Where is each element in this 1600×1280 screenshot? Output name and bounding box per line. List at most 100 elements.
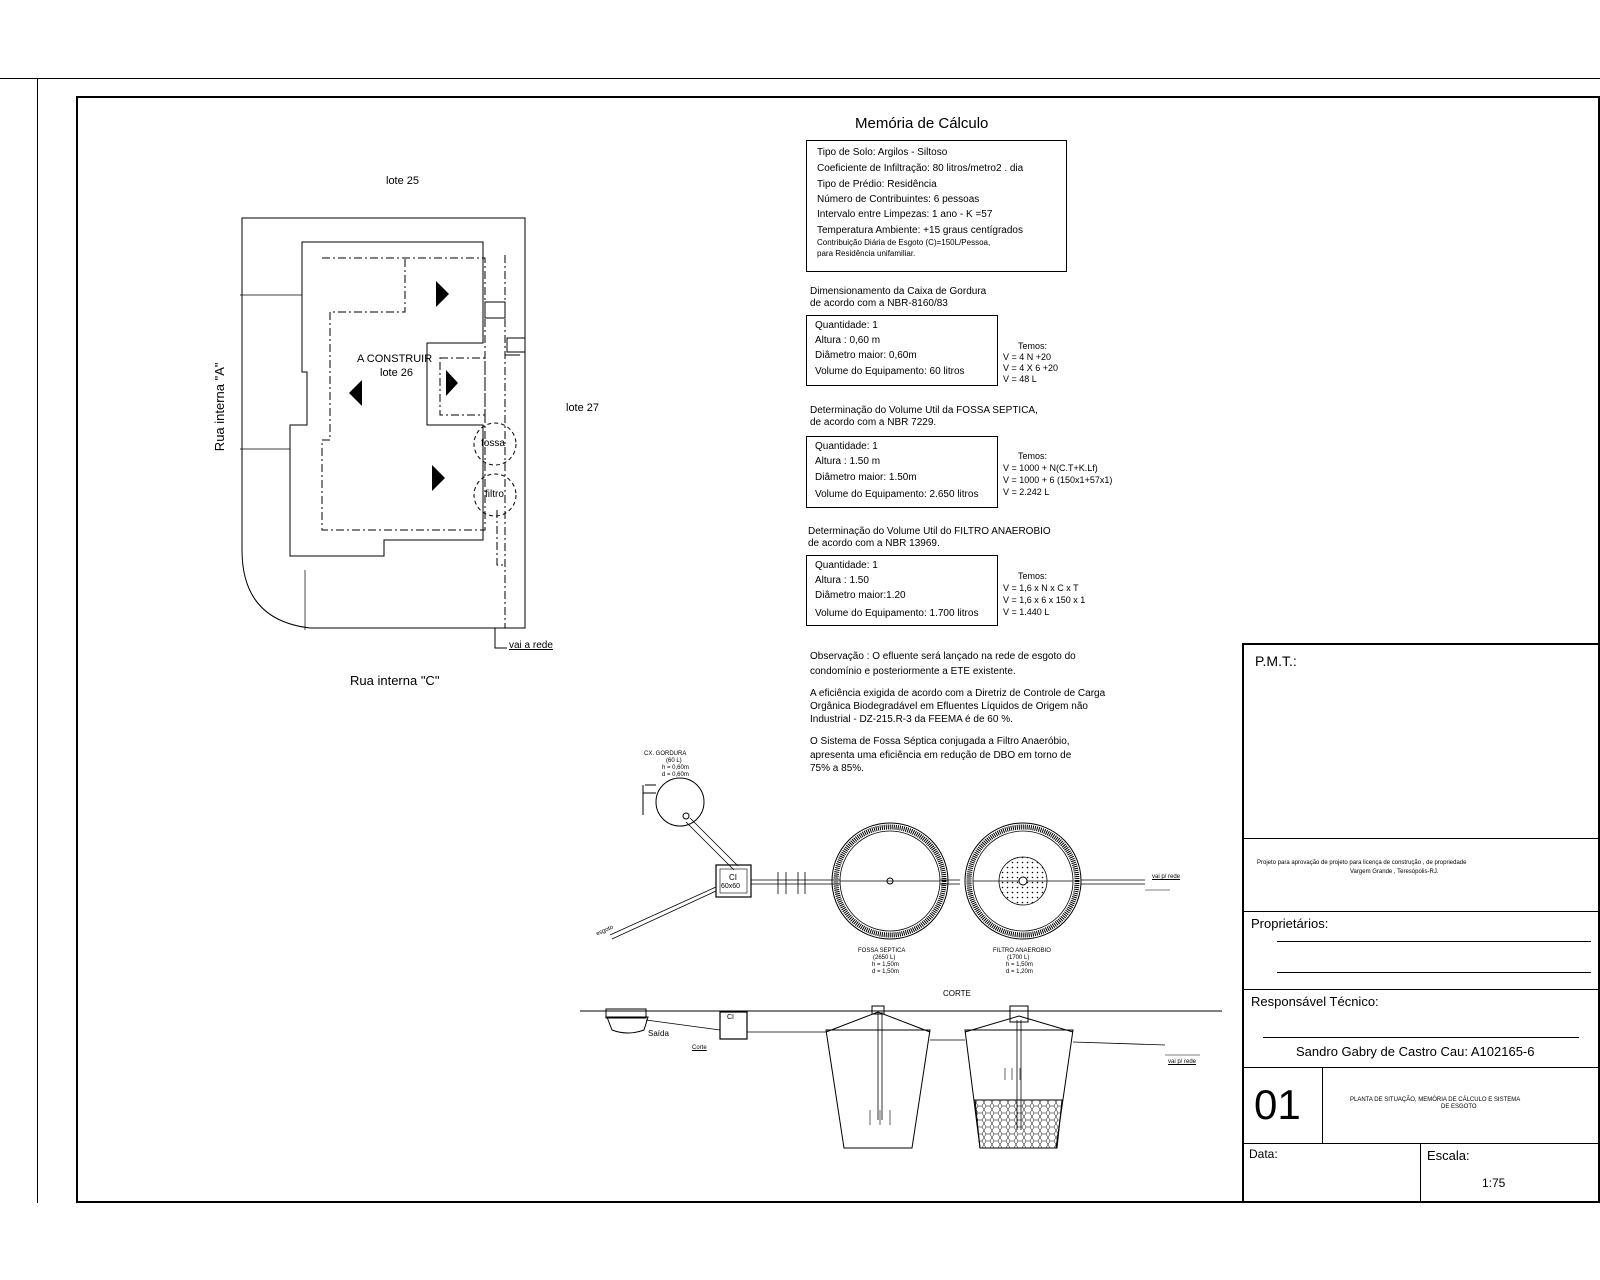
calc-title: Memória de Cálculo [855,115,989,132]
sist-line: O Sistema de Fossa Séptica conjugada a F… [810,736,1070,747]
filtro-eq: V = 1.440 L [1003,607,1050,617]
build-label: A CONSTRUIR [357,353,433,365]
filtro-box: Quantidade: 1 Altura : 1.50 Diâmetro mai… [806,555,998,626]
owner-line [1277,972,1591,973]
param-line: Número de Contribuintes: 6 pessoas [817,194,980,205]
section-saida-label: Saída [648,1029,669,1038]
scale-label: Escala: [1427,1148,1470,1163]
filtro-eq: V = 1,6 x 6 x 150 x 1 [1003,595,1086,605]
lot-north-label: lote 25 [386,175,420,187]
section-title: CORTE [943,989,971,998]
fossa-heading: Determinação do Volume Util da FOSSA SEP… [810,405,1038,416]
filter-detail-label: FILTRO ANAEROBIO [993,948,1051,954]
fossa-line: Quantidade: 1 [815,441,878,452]
owners-label: Proprietários: [1251,916,1329,931]
sheet-description: DE ESGOTO [1441,1104,1477,1110]
ci-size-label: 60x60 [721,883,741,890]
gordura-line: Volume do Equipamento: 60 litros [815,366,965,377]
tb-sheet-divider [1322,1067,1323,1143]
fossa-box: Quantidade: 1 Altura : 1.50 m Diâmetro m… [806,436,998,508]
grease-box-label: CX. GORDURA [644,751,687,757]
gordura-line: Quantidade: 1 [815,320,878,331]
section-rede-label: vai p/ rede [1168,1059,1197,1065]
fossa-eq: V = 2.242 L [1003,487,1050,497]
tb-divider [1244,1067,1600,1068]
sheet-top-rule [0,78,1600,79]
tb-date-divider [1420,1143,1421,1203]
title-block [1242,643,1600,1203]
filtro-eq: V = 1,6 x N x C x T [1003,583,1079,593]
project-description: Projeto para aprovação de projeto para l… [1257,860,1467,866]
filtro-line: Quantidade: 1 [815,560,878,571]
param-line: Tipo de Prédio: Residência [817,179,937,190]
efic-line: Industrial - DZ-215.R-3 da FEEMA é de 60… [810,714,1013,725]
date-label: Data: [1249,1147,1278,1161]
efic-line: A eficiência exigida de acordo com a Dir… [810,688,1106,699]
fossa-line: Altura : 1.50 m [815,456,881,467]
param-line: Intervalo entre Limpezas: 1 ano - K =57 [817,209,993,220]
filtro-heading-2: de acordo com a NBR 13969. [808,538,940,549]
responsible-label: Responsável Técnico: [1251,994,1379,1009]
signature-line [1263,1037,1579,1038]
efic-line: Orgânica Biodegradável em Efluentes Líqu… [810,701,1088,712]
owner-line [1277,941,1591,942]
filter-detail-label: d = 1,20m [1006,969,1033,975]
lot-east-label: lote 27 [566,402,600,414]
fossa-heading-2: de acordo com a NBR 7229. [810,417,937,428]
sheet-number: 01 [1254,1081,1301,1128]
fossa-eq: Temos: [1018,451,1048,461]
params-box: Tipo de Solo: Argilos - Siltoso Coeficie… [806,140,1067,272]
tb-divider [1244,838,1600,839]
fossa-eq: V = 1000 + 6 (150x1+57x1) [1003,475,1113,485]
param-line: Coeficiente de Infiltração: 80 litros/me… [817,163,1024,174]
grease-box-label: d = 0,60m [662,772,689,778]
tb-divider [1244,1143,1600,1144]
gordura-line: Diâmetro maior: 0,60m [815,350,917,361]
filtro-label: filtro [485,489,504,500]
obs-line: condomínio e posteriormente a ETE existe… [810,666,1016,677]
gordura-eq: Temos: [1018,341,1048,351]
param-line: Temperatura Ambiente: +15 graus centígra… [817,225,1023,236]
grease-box-label: (60 L) [666,758,682,764]
fossa-detail-label: FOSSA SEPTICA [858,948,906,954]
vai-rede-detail-label: vai p/ rede [1152,874,1181,880]
gordura-box: Quantidade: 1 Altura : 0,60 m Diâmetro m… [806,315,998,386]
fossa-detail-label: (2650 L) [873,955,896,961]
filtro-line: Diâmetro maior:1.20 [815,590,906,601]
project-description: Vargem Grande , Teresópolis-RJ. [1350,869,1439,875]
vai-rede-label: vai a rede [509,640,553,651]
fossa-label: fossa [481,438,505,449]
gordura-heading-2: de acordo com a NBR-8160/83 [810,298,948,309]
filtro-line: Altura : 1.50 [815,575,869,586]
fossa-detail-label: h = 1,50m [872,962,899,968]
filtro-eq: Temos: [1018,571,1048,581]
param-line: Tipo de Solo: Argilos - Siltoso [817,147,948,158]
ci-label: CI [729,873,737,882]
fossa-eq: V = 1000 + N(C.T+K.Lf) [1003,463,1098,473]
param-note: Contribuição Diária de Esgoto (C)=150L/P… [817,238,991,247]
section-ci-label: CI [727,1014,734,1021]
filtro-heading: Determinação do Volume Util do FILTRO AN… [808,526,1051,537]
fossa-detail-label: d = 1,50m [872,969,899,975]
scale-value: 1:75 [1482,1176,1506,1190]
filter-detail-label: h = 1,50m [1006,962,1033,968]
tb-divider [1244,989,1600,990]
pmt-label: P.M.T.: [1255,653,1297,669]
gordura-heading: Dimensionamento da Caixa de Gordura [810,286,987,297]
sist-line: 75% a 85%. [810,763,864,774]
section-corte-label: Corte [692,1045,707,1051]
responsible-name: Sandro Gabry de Castro Cau: A102165-6 [1296,1044,1535,1059]
grease-box-label: h = 0,60m [662,765,689,771]
gordura-eq: V = 4 N +20 [1003,352,1052,362]
fossa-line: Diâmetro maior: 1.50m [815,472,917,483]
tb-divider [1244,911,1600,912]
obs-line: Observação : O efluente será lançado na … [810,651,1076,662]
gordura-eq: V = 4 X 6 +20 [1003,363,1059,373]
sist-line: apresenta uma eficiência em redução de D… [810,750,1072,761]
sheet-description: PLANTA DE SITUAÇÃO, MEMÓRIA DE CÁLCULO E… [1350,1097,1521,1103]
param-note: para Residência unifamiliar. [817,249,916,258]
sheet-left-rule [37,78,38,1203]
filtro-line: Volume do Equipamento: 1.700 litros [815,608,979,619]
